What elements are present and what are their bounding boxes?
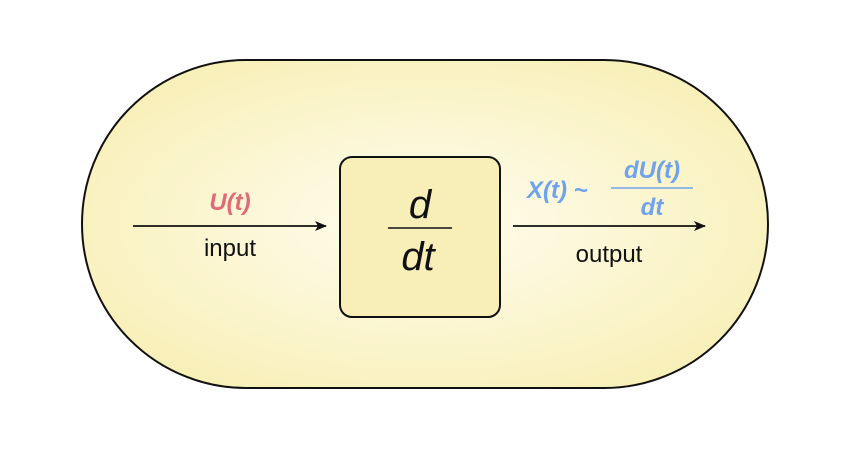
operator-numerator: d	[409, 183, 433, 227]
output-symbol: X(t) ~	[525, 177, 588, 204]
input-symbol: U(t)	[209, 189, 250, 216]
output-numerator: dU(t)	[624, 157, 680, 184]
output-denominator: dt	[641, 194, 665, 221]
operator-denominator: dt	[401, 235, 436, 279]
input-label: input	[204, 235, 256, 262]
output-label: output	[576, 241, 643, 268]
derivative-block	[339, 156, 501, 318]
